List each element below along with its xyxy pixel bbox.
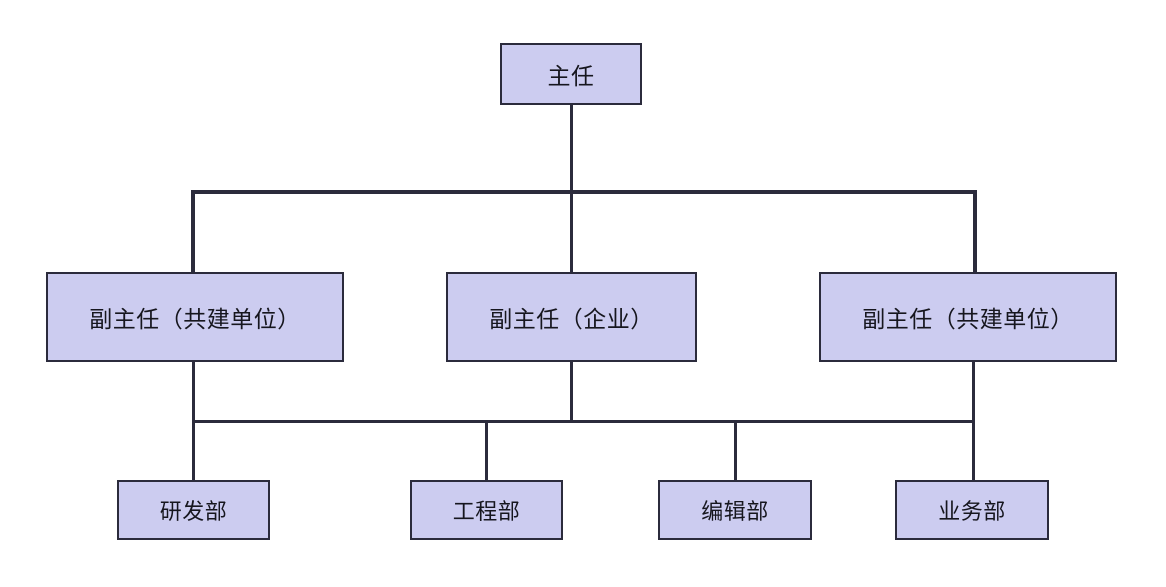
node-director[interactable]: 主任 (500, 43, 642, 105)
connector-stem-deputy-right-down (972, 362, 975, 423)
node-deputy-right[interactable]: 副主任（共建单位） (819, 272, 1117, 362)
node-dept-rd-label: 研发部 (159, 500, 228, 525)
node-dept-business-label: 业务部 (938, 500, 1006, 525)
connector-director-stem (570, 105, 573, 193)
connector-drop-dept-engineering (485, 420, 488, 481)
connector-stem-deputy-middle-down (570, 362, 573, 423)
node-deputy-left[interactable]: 副主任（共建单位） (46, 272, 344, 362)
connector-drop-dept-rd (192, 420, 195, 481)
connector-drop-deputy-left (191, 190, 195, 274)
node-dept-rd[interactable]: 研发部 (117, 480, 270, 540)
node-director-label: 主任 (547, 64, 595, 90)
node-dept-engineering[interactable]: 工程部 (410, 480, 563, 540)
connector-stem-deputy-left-down (192, 362, 195, 423)
node-deputy-right-label: 副主任（共建单位） (862, 307, 1074, 333)
node-dept-editorial[interactable]: 编辑部 (658, 480, 812, 540)
node-deputy-middle[interactable]: 副主任（企业） (446, 272, 697, 362)
connector-drop-dept-editorial (734, 420, 737, 481)
connector-level3-bus (192, 420, 975, 423)
connector-drop-dept-business (972, 420, 975, 481)
connector-level2-bus (191, 190, 977, 194)
node-deputy-left-label: 副主任（共建单位） (89, 307, 301, 333)
node-deputy-middle-label: 副主任（企业） (489, 307, 654, 333)
connector-drop-deputy-middle (570, 190, 573, 274)
node-dept-engineering-label: 工程部 (452, 500, 521, 525)
node-dept-business[interactable]: 业务部 (895, 480, 1049, 540)
connector-drop-deputy-right (973, 190, 977, 274)
node-dept-editorial-label: 编辑部 (701, 500, 769, 525)
